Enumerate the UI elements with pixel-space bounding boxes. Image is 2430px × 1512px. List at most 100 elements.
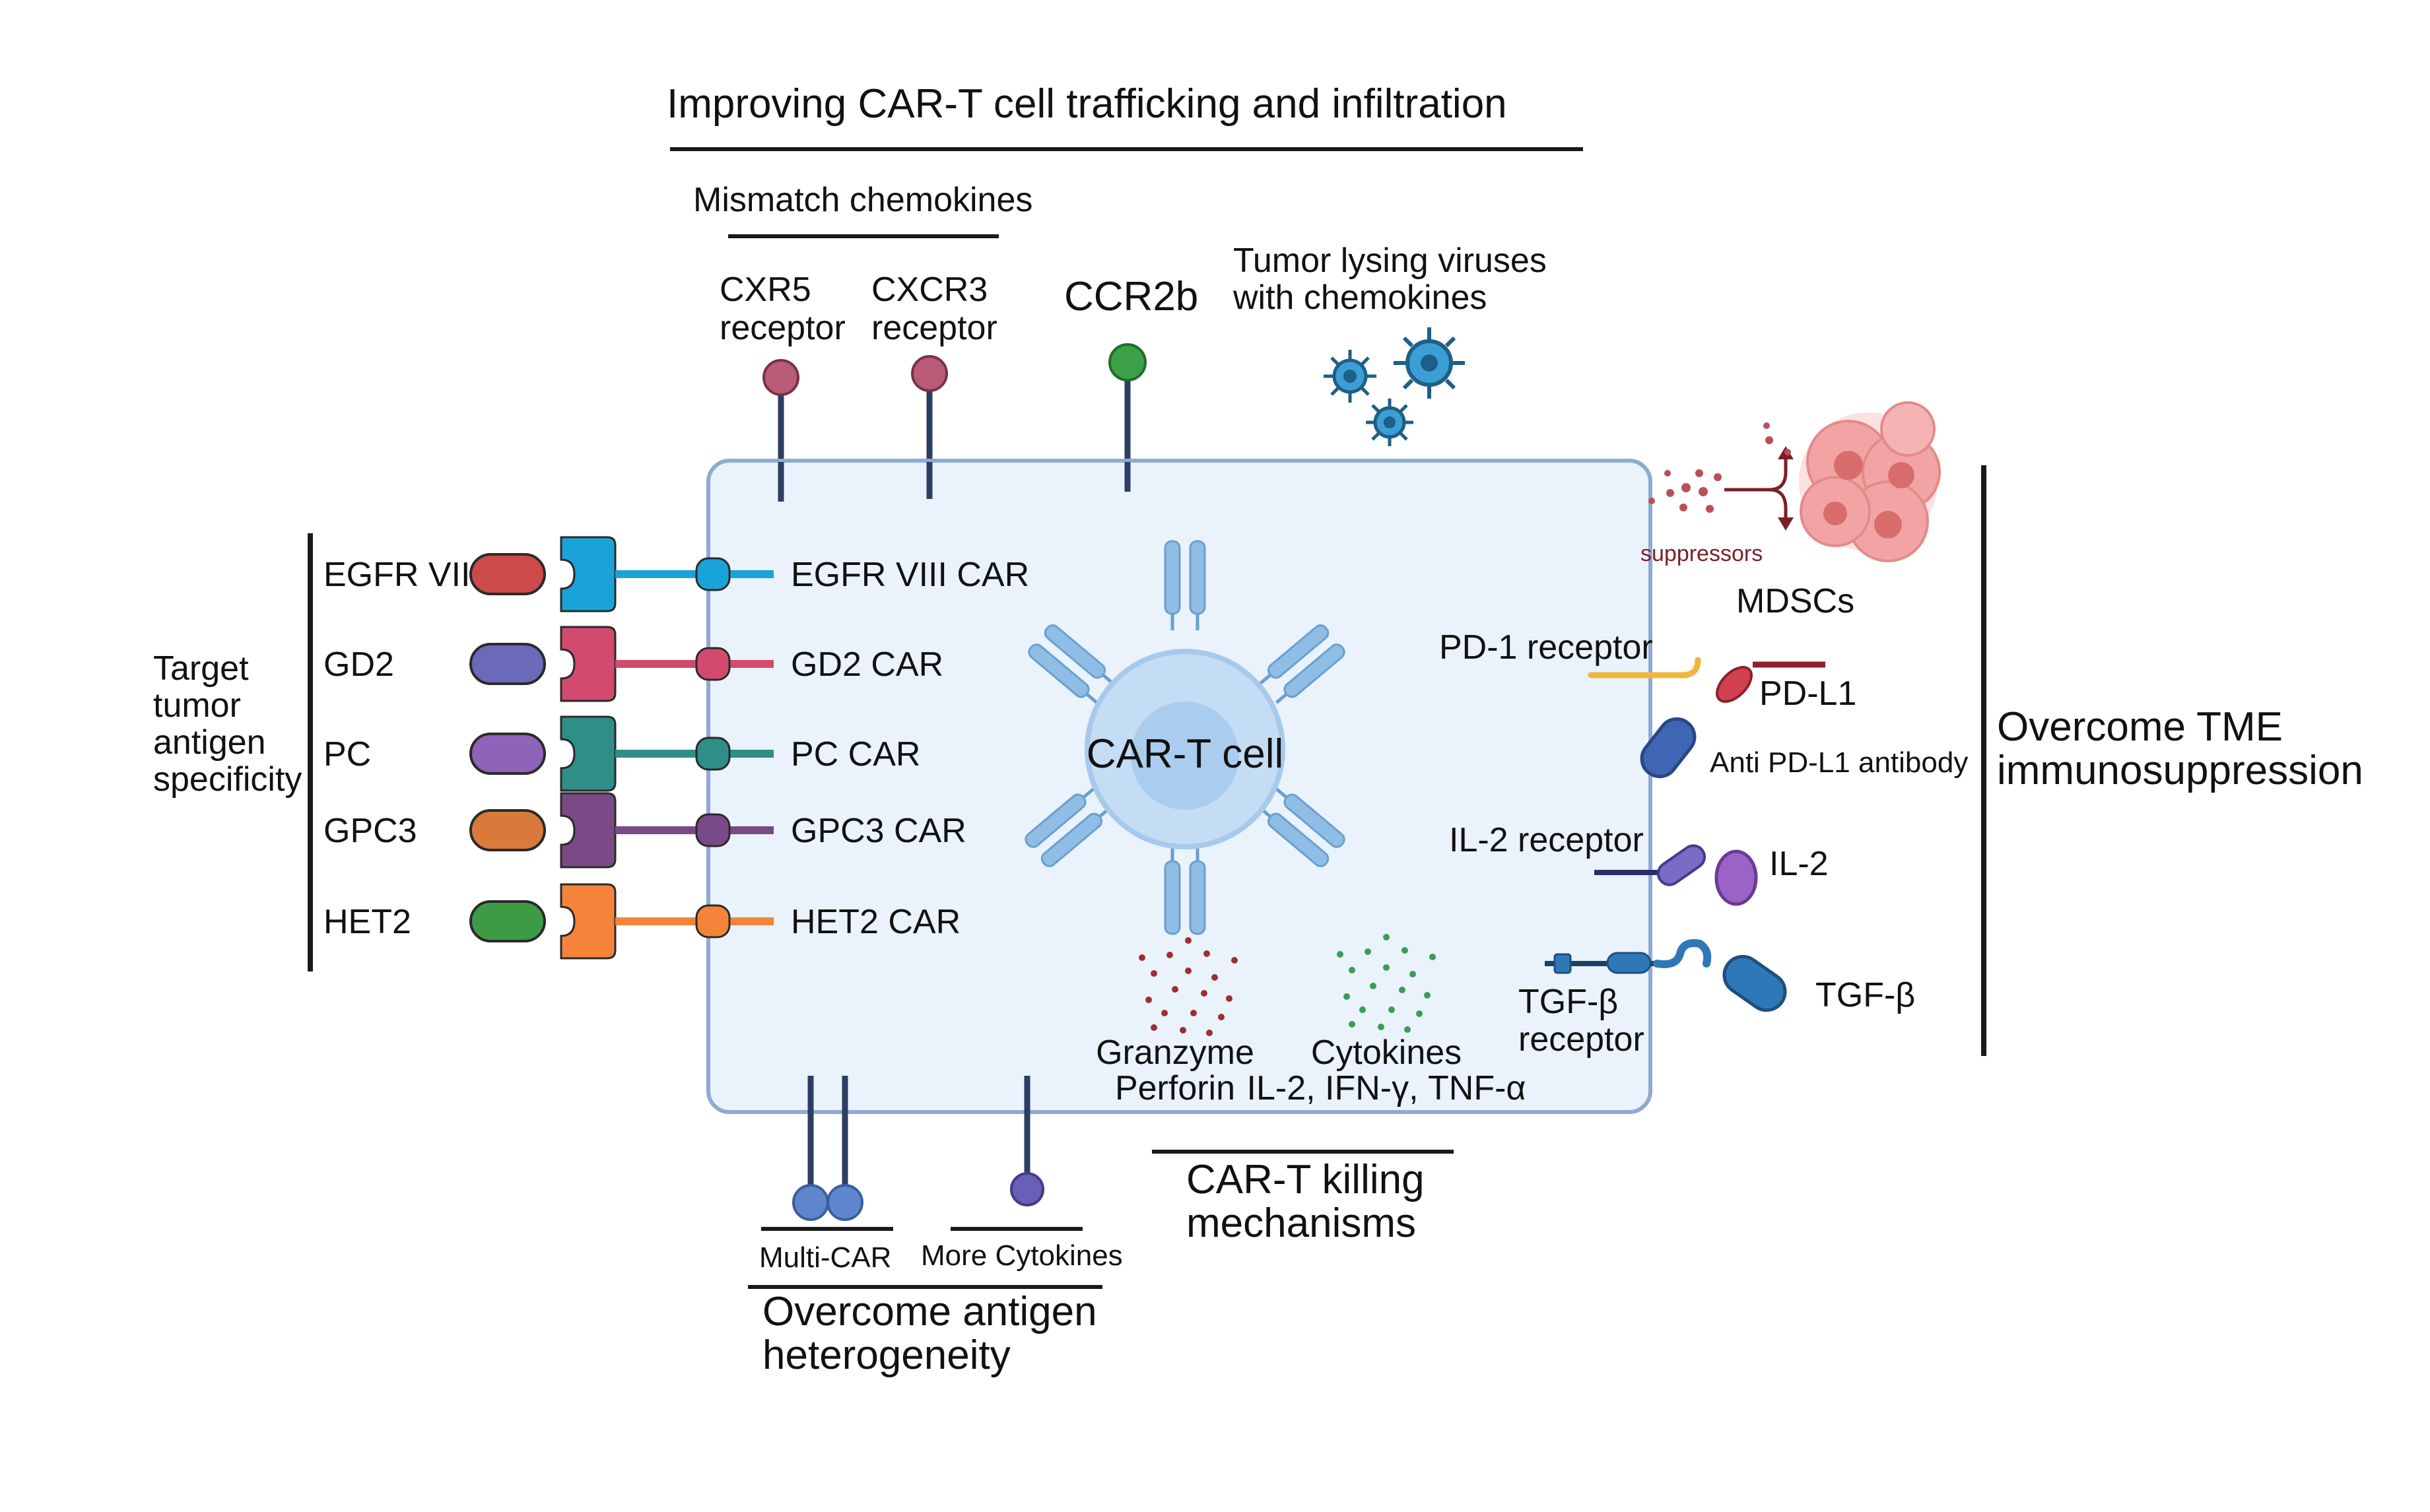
multi-car-label: Multi-CAR xyxy=(759,1241,891,1274)
granule-dot xyxy=(1359,1006,1366,1013)
mismatch-chemokines-label: Mismatch chemokines xyxy=(693,181,1032,219)
granule-dot xyxy=(1401,947,1408,954)
granule-dot xyxy=(1666,489,1674,497)
granule-dot xyxy=(1695,469,1703,477)
killing-label-line2: mechanisms xyxy=(1186,1200,1416,1246)
tgfb-label: TGF-β xyxy=(1815,976,1915,1014)
granule-dot xyxy=(1679,504,1687,511)
target-label-line4: specificity xyxy=(153,760,302,799)
tgfb-receptor-label-line2: receptor xyxy=(1518,1020,1644,1059)
tme-label-line1: Overcome TME xyxy=(1997,704,2283,750)
granule-dot xyxy=(1416,1010,1423,1017)
diagram-title: Improving CAR-T cell trafficking and inf… xyxy=(667,81,1507,127)
granule-dot xyxy=(1201,990,1207,997)
antigen-name: HET2 xyxy=(323,903,411,941)
cxr5-receptor xyxy=(762,359,799,502)
car-hinge-icon xyxy=(695,647,731,681)
viruses-label-line2: with chemokines xyxy=(1232,279,1487,317)
granule-dot xyxy=(1190,1010,1197,1016)
cxcr3-label-line2: receptor xyxy=(871,309,997,347)
granule-dot xyxy=(1349,1021,1355,1028)
pd-l1-ligand xyxy=(1716,661,1825,703)
cxr5-label-line1: CXR5 xyxy=(720,271,811,309)
ccr2b-label: CCR2b xyxy=(1064,274,1198,319)
granule-dot xyxy=(1139,954,1145,961)
granule-dot xyxy=(1161,1010,1168,1016)
granule-dot xyxy=(1681,483,1691,492)
antigen-icon xyxy=(469,733,546,775)
virus-icon xyxy=(1324,350,1376,403)
tgfb-ligand xyxy=(1722,954,1787,1012)
granule-dot xyxy=(1399,987,1405,993)
granule-dot xyxy=(1404,1026,1411,1033)
anti-pd-l1-label: Anti PD-L1 antibody xyxy=(1710,746,1968,779)
target-label-line1: Target xyxy=(153,649,249,688)
antigen-row: EGFR VIII EGFR VIII CAR xyxy=(323,536,1029,612)
il2-ligand xyxy=(1714,849,1758,906)
granule-dot xyxy=(1383,964,1390,971)
virus-icon xyxy=(1394,327,1465,399)
car-binding-domain-icon xyxy=(560,715,617,792)
car-hinge-icon xyxy=(695,904,731,938)
granule-dot xyxy=(1664,470,1671,477)
granule-dot xyxy=(1388,1006,1395,1013)
granule-dot xyxy=(1370,983,1376,989)
antigen-row: GPC3 GPC3 CAR xyxy=(323,792,966,869)
il2-receptor-label: IL-2 receptor xyxy=(1449,821,1644,859)
antigen-icon xyxy=(469,900,546,942)
car-name: HET2 CAR xyxy=(791,903,961,941)
viruses-label-line1: Tumor lysing viruses xyxy=(1233,242,1547,280)
cytokines-label-line1: Cytokines xyxy=(1311,1034,1462,1072)
more-cytokines-label: More Cytokines xyxy=(921,1239,1123,1272)
granule-dot xyxy=(1784,449,1791,455)
tgfb-receptor xyxy=(1545,939,1712,974)
car-name: EGFR VIII CAR xyxy=(791,556,1029,594)
heterogeneity-label-line2: heterogeneity xyxy=(762,1332,1011,1378)
killing-label-line1: CAR-T killing xyxy=(1186,1157,1425,1202)
granule-dot xyxy=(1409,971,1416,977)
cxr5-label-line2: receptor xyxy=(720,309,846,347)
suppressor-arrows xyxy=(1724,446,1794,531)
antigen-name: GD2 xyxy=(323,645,394,684)
suppressor-dots xyxy=(1648,422,1791,513)
granule-dot xyxy=(1763,422,1770,429)
cxcr3-label-line1: CXCR3 xyxy=(871,271,988,309)
more-cytokines-receptor xyxy=(1010,1076,1044,1206)
granule-dot xyxy=(1151,1024,1157,1031)
granule-dot xyxy=(1145,997,1152,1003)
antigen-row: HET2 HET2 CAR xyxy=(323,883,961,960)
car-name: GPC3 CAR xyxy=(791,812,966,850)
granule-dot xyxy=(1203,950,1210,957)
granule-dot xyxy=(1383,934,1390,940)
antigen-name: PC xyxy=(323,735,371,773)
antigen-name: GPC3 xyxy=(323,812,417,850)
granule-dot xyxy=(1429,954,1436,960)
cytokine-granules xyxy=(1337,934,1436,1033)
pd-l1-label: PD-L1 xyxy=(1759,674,1856,713)
granule-dot xyxy=(1166,952,1173,958)
car-hinge-icon xyxy=(695,557,731,591)
granule-dot xyxy=(1648,498,1655,504)
mdsc-cluster-icon xyxy=(1799,401,1941,562)
granule-dot xyxy=(1706,505,1714,513)
granule-dot xyxy=(1226,995,1232,1002)
granule-dot xyxy=(1151,970,1157,977)
mdscs-label: MDSCs xyxy=(1736,582,1854,620)
antigen-icon xyxy=(469,553,546,595)
il2-label: IL-2 xyxy=(1769,845,1829,883)
granule-dot xyxy=(1337,951,1343,958)
pd1-receptor xyxy=(1588,657,1701,678)
granule-dot xyxy=(1349,967,1355,973)
antigen-name: EGFR VIII xyxy=(323,556,480,594)
granzyme-granules xyxy=(1139,937,1238,1036)
suppressors-label: suppressors xyxy=(1640,541,1763,566)
car-hinge-icon xyxy=(695,737,731,771)
granule-dot xyxy=(1424,992,1431,999)
tme-label-line2: immunosuppression xyxy=(1997,748,2363,793)
granule-dot xyxy=(1218,1014,1225,1020)
car-hinge-icon xyxy=(695,813,731,847)
t-cell-icon xyxy=(1025,540,1345,935)
